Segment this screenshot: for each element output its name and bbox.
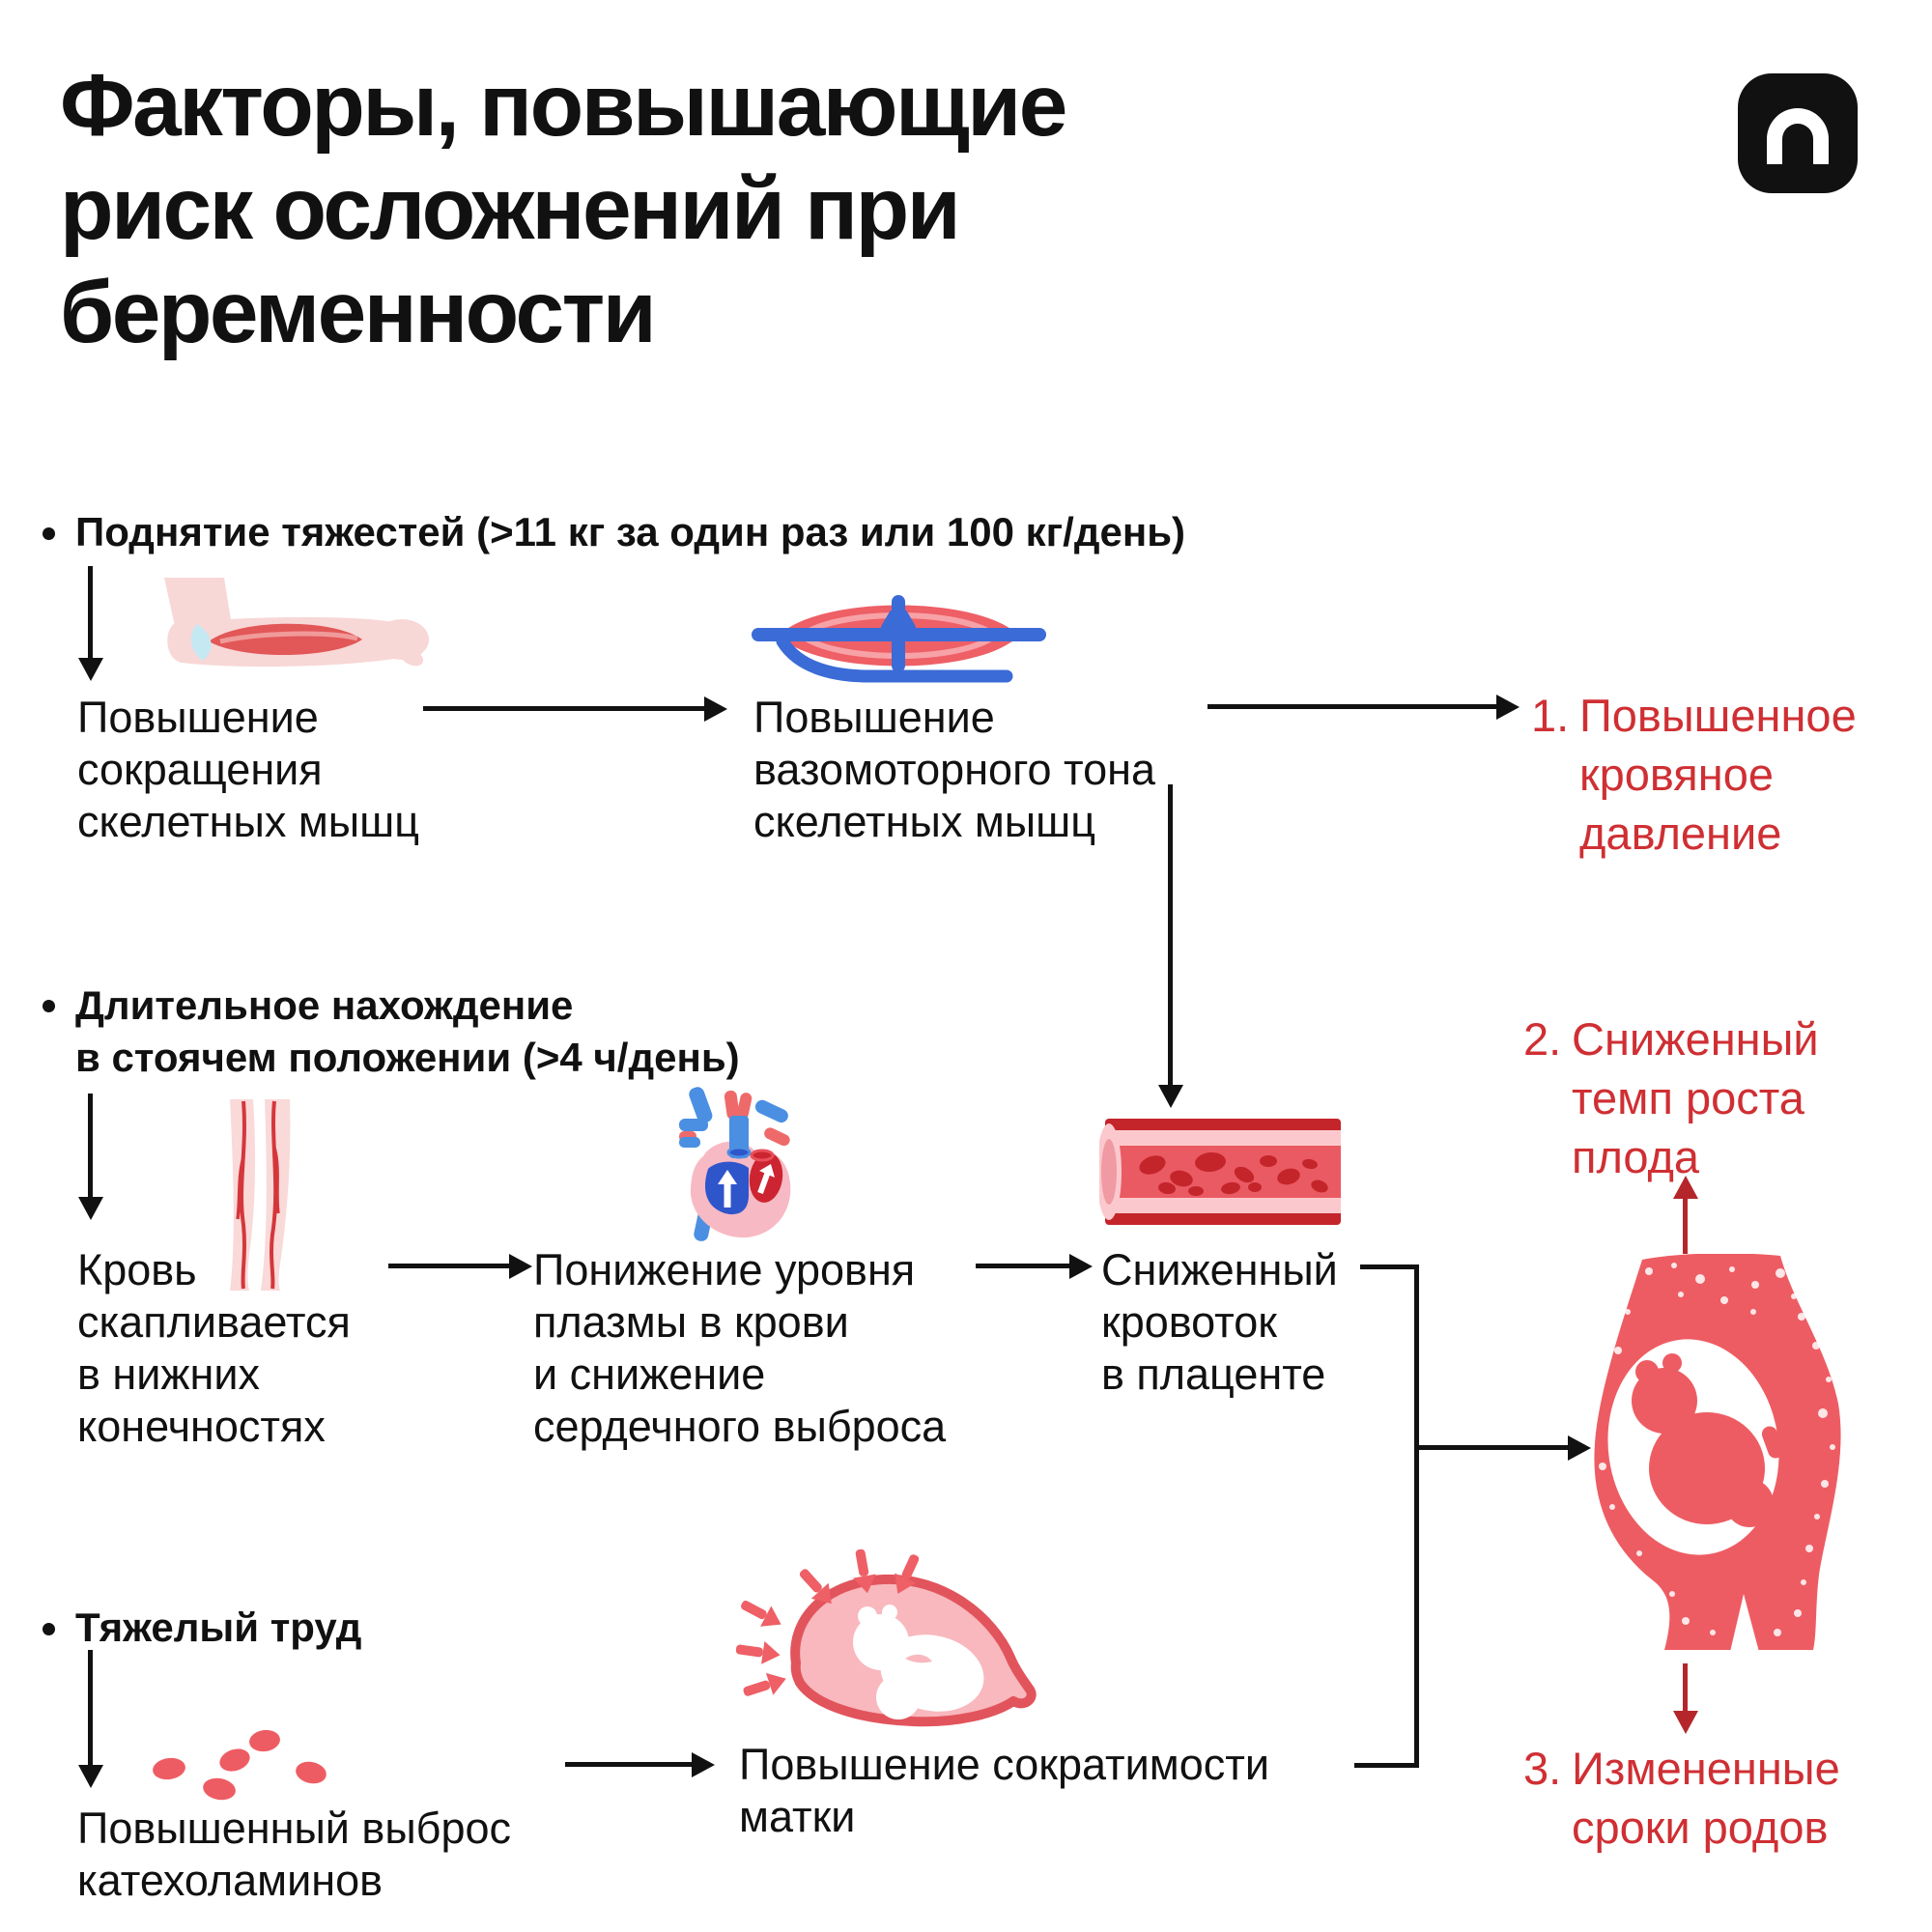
catecholamine-dots-icon <box>153 1729 327 1801</box>
muscle-spindle-icon <box>752 595 1046 683</box>
outcome-1-number: 1. <box>1531 690 1570 741</box>
uterus-icon <box>736 1548 1037 1727</box>
outcome-3-text: Измененные сроки родов <box>1572 1743 1840 1853</box>
arrow-tone-to-pressure <box>1208 704 1497 709</box>
factor2-node2: Понижение уровня плазмы в крови и снижен… <box>533 1245 947 1451</box>
factor3-bullet: Тяжелый труд <box>75 1605 362 1650</box>
bullet-dot-2 <box>43 1000 55 1012</box>
outcome-3-number: 3. <box>1523 1743 1562 1794</box>
arrow-into-woman <box>1414 1445 1569 1450</box>
arrow-tone-to-vessel <box>1168 784 1173 1086</box>
connector-uterus-right <box>1354 1763 1418 1768</box>
factor1-node2: Повышение вазомоторного тона скелетных м… <box>753 693 1156 846</box>
heart-icon <box>679 1087 791 1241</box>
bullet-dot-1 <box>43 527 55 540</box>
connector-vertical <box>1414 1264 1419 1768</box>
arm-muscle-icon <box>164 578 429 668</box>
arrow-down-factor3 <box>88 1650 93 1766</box>
arrow-plasma-to-placenta <box>976 1264 1070 1268</box>
arrow-catecholamines-to-uterus <box>565 1762 693 1767</box>
arrow-blood-to-plasma <box>388 1264 510 1268</box>
brand-logo-icon <box>1738 73 1858 193</box>
factor3-node1: Повышенный выброс катехоламинов <box>77 1804 512 1905</box>
arrow-up-fetal-growth <box>1683 1198 1688 1254</box>
outcome-1: 1. Повышенное кровяное давление <box>1531 686 1857 863</box>
arrow-down-factor2 <box>88 1094 93 1198</box>
outcome-2: 2. Сниженный темп роста плода <box>1523 1009 1819 1186</box>
legs-icon <box>230 1099 291 1291</box>
factor2-node1: Кровь скапливается в нижних конечностях <box>77 1245 351 1451</box>
factor2-bullet: Длительное нахождение в стоячем положени… <box>75 982 740 1080</box>
factor3-node2: Повышение сократимости матки <box>739 1740 1270 1841</box>
pregnant-woman-icon <box>1594 1254 1841 1652</box>
arrow-contraction-to-tone <box>423 706 705 711</box>
outcome-1-text: Повышенное кровяное давление <box>1579 690 1857 859</box>
arrow-down-factor1 <box>88 566 93 659</box>
page-title: Факторы, повышающие риск осложнений при … <box>60 57 1067 361</box>
connector-placenta-right <box>1360 1264 1418 1269</box>
outcome-2-number: 2. <box>1523 1013 1562 1065</box>
factor1-bullet: Поднятие тяжестей (>11 кг за один раз ил… <box>75 509 1186 554</box>
bullet-dot-3 <box>43 1623 55 1635</box>
factor1-node1: Повышение сокращения скелетных мышц <box>77 693 419 846</box>
outcome-3: 3. Измененные сроки родов <box>1523 1739 1840 1857</box>
outcome-2-text: Сниженный темп роста плода <box>1572 1013 1819 1182</box>
arrow-down-birth-timing <box>1683 1663 1688 1712</box>
factor2-node3: Сниженный кровоток в плаценте <box>1101 1245 1338 1399</box>
blood-vessel-icon <box>1099 1119 1341 1225</box>
logo-arch-shape <box>1767 108 1829 164</box>
